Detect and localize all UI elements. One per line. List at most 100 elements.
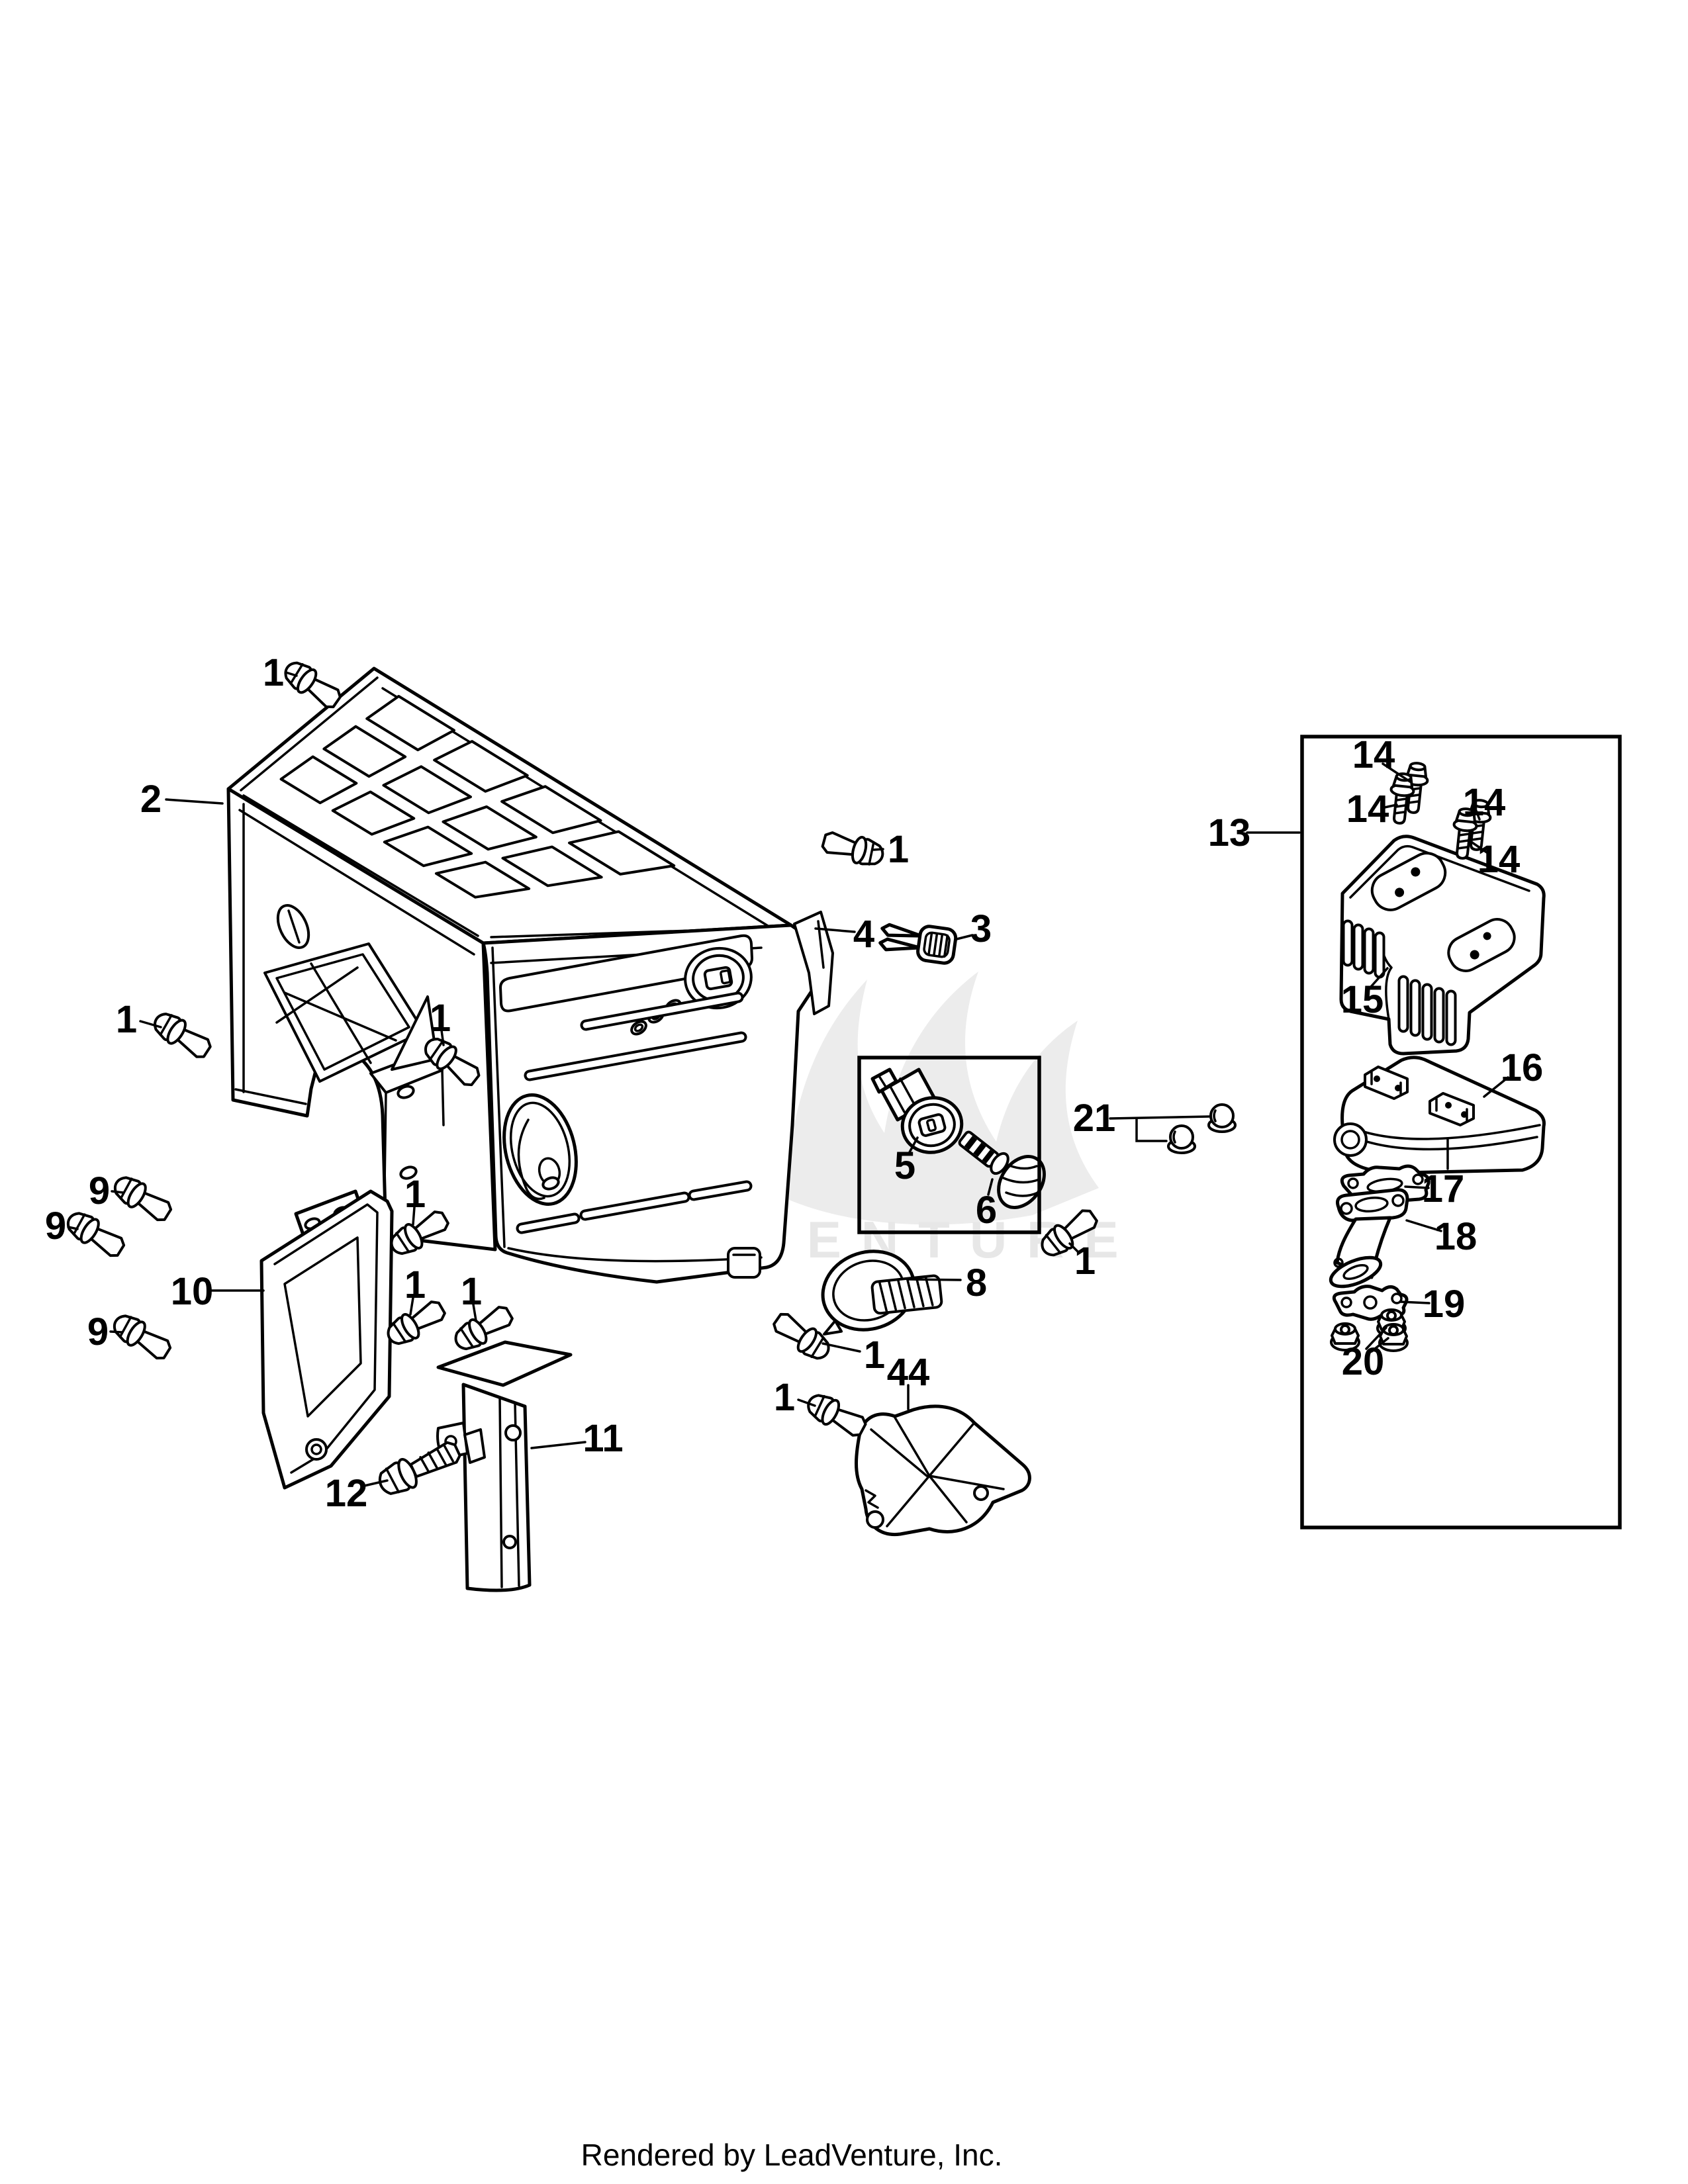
part-number-label: 5 [894,1144,915,1187]
part-number-label: 18 [1434,1215,1477,1258]
vent-slot [322,725,407,778]
part-44-bracket-drawing [855,1404,1031,1537]
part-number-label: 11 [583,1417,623,1460]
vent-slot [382,765,472,815]
callout-leader [111,1190,124,1194]
part-11-bracket-panel-drawing [436,1340,573,1592]
callout-leader [1469,840,1488,854]
callout-leader [814,927,856,933]
part-18-exhaust-pipe-drawing [1329,1188,1409,1289]
pin-bolt-icon [107,1308,175,1366]
callout-leader [797,1398,816,1407]
callout-leader [139,1020,162,1028]
vent-slot [500,785,602,835]
part-number-label: 10 [171,1270,214,1313]
part-number-label: 13 [1208,811,1251,854]
part-number-label: 1 [404,1263,426,1306]
footer-text: Rendered by LeadVenture, Inc. [581,2138,1003,2172]
vent-slot [442,805,538,851]
part-number-label: 1 [888,828,909,871]
part-number-label: 9 [45,1205,66,1248]
part-number-label: 19 [1423,1283,1466,1326]
part-6-switch-knob-drawing [958,1130,1046,1209]
part-number-label: 1 [263,651,284,694]
part-number-label: 14 [1352,733,1395,776]
vent-slot [434,860,531,899]
part-number-label: 1 [864,1334,885,1377]
part-number-label: 2 [140,778,162,821]
cap-nut-icon [1167,1124,1196,1154]
part-number-label: 1 [430,997,451,1040]
part-number-label: 15 [1341,978,1384,1021]
cover-vent-slots [279,694,676,899]
callout-leader [1068,1242,1080,1253]
part-number-label: 3 [970,907,992,950]
callout-leader [472,1303,477,1322]
part-15-muffler-shield-drawing [1339,835,1546,1056]
callout-leader [1404,1185,1430,1189]
cap-nut-icon [1207,1103,1237,1133]
vent-slot [383,825,473,868]
callout-leader [907,1278,962,1281]
part-number-label: 44 [887,1351,930,1394]
callout-leader [1382,762,1411,783]
callout-leader [412,1206,416,1226]
vent-slot [365,694,455,752]
part-number-label: 1 [774,1376,795,1419]
callout-leader [285,671,298,677]
callout-leader [955,934,974,940]
callout-leader [1475,809,1481,821]
shield-slats [1342,919,1457,1046]
callout-leader [908,1136,919,1154]
pin-bolt-icon [768,1306,836,1366]
part-number-label: 4 [853,913,874,956]
pin-bolt-icon [278,655,346,715]
pin-bolt-icon [61,1206,129,1263]
callout-leader [987,1178,994,1196]
callout-leader [409,1297,414,1316]
part-number-label: 1 [116,998,137,1041]
callout-leader [872,848,884,851]
callout-leader [440,1029,445,1046]
part-number-label: 16 [1501,1046,1544,1089]
part-2-blower-housing-drawing [226,666,834,1284]
callout-leader [1483,1076,1509,1098]
pin-bolt-icon [148,1006,216,1064]
part-number-label: 1 [1074,1240,1096,1283]
part-10-heat-shield-drawing [259,1189,394,1490]
callout-leader [821,1342,861,1353]
pin-bolt-icon [804,1389,869,1441]
callout-leader [1405,1219,1442,1232]
ignition-switch-detail-box [857,1056,1041,1234]
part-number-label: 21 [1073,1097,1116,1140]
callout-leader [165,798,224,805]
callout-leader [1370,1337,1389,1353]
callout-leader [1365,1326,1387,1350]
part-16-muffler-drawing [1333,1056,1546,1175]
callout-leader [1109,1115,1211,1120]
callout-leader [1369,967,1389,989]
callout-leader [1380,803,1398,809]
part-8-control-drawing [821,1250,943,1336]
detail-boxes-layer [857,735,1622,1529]
part-number-label: 14 [1346,788,1389,831]
callout-leader [67,1226,79,1230]
part-number-label: 20 [1342,1340,1385,1383]
part-number-label: 1 [404,1173,426,1216]
part-number-label: 12 [325,1472,368,1515]
vent-slot [568,830,676,876]
hex-bolt-icon [373,1435,465,1501]
part-number-label: 9 [87,1310,109,1353]
cover-side-slots [516,991,753,1234]
muffler-detail-box [1300,735,1622,1529]
part-number-label: 9 [89,1169,110,1212]
part-number-label: 1 [461,1270,482,1313]
vent-slot [279,755,358,805]
callout-leader [1399,1300,1430,1304]
vent-slot [501,845,603,887]
part-3-ignition-key-drawing [878,923,958,965]
vent-slot [331,790,416,836]
vent-slot [433,740,529,793]
